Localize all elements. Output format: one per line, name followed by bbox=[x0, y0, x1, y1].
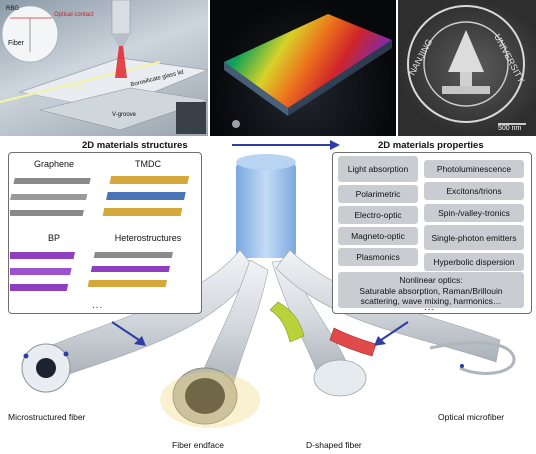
structures-title: 2D materials structures bbox=[82, 140, 188, 151]
label-v-groove: V-groove bbox=[112, 112, 137, 118]
prop-polarimetric: Polarimetric bbox=[338, 185, 418, 203]
struct-label-graphene: Graphene bbox=[33, 159, 75, 169]
struct-label-bp: BP bbox=[47, 233, 60, 243]
prop-excitons-trions: Excitons/trions bbox=[424, 182, 524, 200]
end-dot-1 bbox=[23, 353, 29, 359]
label-d-shaped-fiber: D-shaped fiber bbox=[306, 440, 362, 450]
nozzle-tip bbox=[112, 34, 130, 46]
label-microstructured-fiber: Microstructured fiber bbox=[8, 412, 86, 422]
tmdc-layers bbox=[102, 176, 190, 216]
dshaped-graphene-coating bbox=[269, 301, 305, 343]
structures-more: ... bbox=[92, 300, 104, 311]
emblem-base bbox=[442, 86, 490, 94]
prop-light-absorption: Light absorption bbox=[338, 156, 418, 182]
microfiber-red-coating bbox=[329, 327, 377, 357]
nonlinear-line-2: scattering, wave mixing, harmonics… bbox=[360, 296, 502, 306]
label-optical-microfiber: Optical microfiber bbox=[438, 412, 505, 422]
dshaped-end bbox=[313, 359, 367, 397]
photo-rainbow-film bbox=[210, 0, 396, 136]
laser-nozzle bbox=[111, 0, 131, 35]
v-groove-block bbox=[39, 87, 208, 131]
fiber-trunk-top bbox=[236, 154, 296, 170]
film-edge-right bbox=[288, 40, 392, 116]
prop-plasmonics: Plasmonics bbox=[338, 248, 418, 266]
arrow-right-head bbox=[374, 336, 386, 346]
label-fiber: Fiber bbox=[70, 86, 84, 92]
emblem-trunk bbox=[460, 72, 472, 86]
properties-more: ... bbox=[424, 302, 436, 313]
fiber-trunk bbox=[236, 162, 296, 258]
prop-electro-optic: Electro-optic bbox=[338, 206, 418, 224]
film-edge-left bbox=[224, 62, 288, 116]
label-rbg: RBG bbox=[6, 6, 20, 12]
prop-spin-valley-tronics: Spin-/valley-tronics bbox=[424, 204, 524, 222]
prop-photoluminescence: Photoluminescence bbox=[424, 160, 524, 178]
endface-lattice bbox=[185, 378, 225, 414]
heterostructure-layers bbox=[87, 252, 173, 287]
arrow-left-head bbox=[134, 336, 146, 346]
label-optical-contact: Optical contact bbox=[54, 12, 94, 18]
nonlinear-title: Nonlinear optics: bbox=[399, 275, 463, 285]
emblem-tree bbox=[448, 30, 484, 72]
rainbow-film bbox=[224, 14, 392, 108]
emblem-illustration: NANJING UNIVERSITY bbox=[407, 5, 526, 125]
microfiber-loop bbox=[429, 341, 516, 375]
micro-inset bbox=[176, 102, 206, 134]
end-dot-2 bbox=[63, 351, 69, 357]
prop-hyperbolic-dispersion: Hyperbolic dispersion bbox=[424, 253, 524, 271]
prop-nonlinear-optics: Nonlinear optics: Saturable absorption, … bbox=[338, 272, 524, 308]
arrow-right bbox=[377, 321, 409, 343]
endface-glow bbox=[160, 372, 260, 428]
photo-emblem: NANJING UNIVERSITY 500 nm bbox=[398, 0, 536, 136]
struct-label-tmdc: TMDC bbox=[135, 159, 161, 169]
rainbow-film-illustration bbox=[224, 14, 392, 128]
emblem-inner-ring bbox=[423, 21, 509, 107]
fabrication-illustration bbox=[0, 0, 208, 134]
graphene-layers bbox=[10, 178, 91, 216]
arrow-left bbox=[111, 321, 143, 343]
photo-fiber-fabrication: RBG Optical contact Fiber Borosilicate g… bbox=[0, 0, 208, 136]
struct-label-heterostructures: Heterostructures bbox=[114, 233, 182, 243]
fiber-line bbox=[0, 60, 161, 104]
microstructured-core bbox=[36, 358, 56, 378]
emblem-outer-ring bbox=[407, 5, 525, 123]
label-fiber-endface: Fiber endface bbox=[172, 440, 224, 450]
droplet bbox=[232, 120, 240, 128]
layer-diagrams bbox=[10, 176, 190, 291]
bp-layers bbox=[10, 252, 75, 291]
fiber-bundle-illustration bbox=[21, 154, 516, 428]
label-fiber-inset: Fiber bbox=[8, 40, 24, 47]
emblem-text-right: UNIVERSITY bbox=[492, 32, 526, 84]
scale-bar-label: 500 nm bbox=[498, 125, 522, 132]
structures-to-properties-arrow bbox=[232, 140, 340, 150]
prop-single-photon-emitters: Single-photon emitters bbox=[424, 225, 524, 250]
laser-beam bbox=[115, 46, 127, 78]
microfiber-dot bbox=[460, 364, 464, 368]
properties-title: 2D materials properties bbox=[378, 140, 484, 151]
nonlinear-line-1: Saturable absorption, Raman/Brillouin bbox=[359, 285, 503, 296]
prop-magneto-optic: Magneto-optic bbox=[338, 227, 418, 245]
